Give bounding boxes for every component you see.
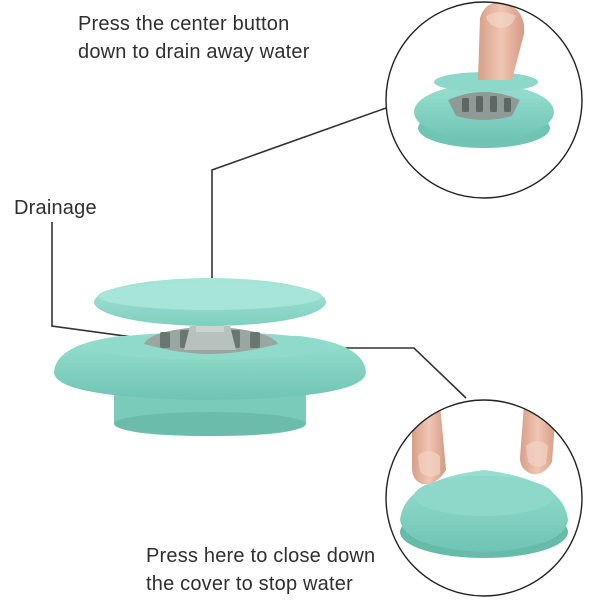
callout-drainage: Drainage	[14, 194, 97, 222]
detail-circle-bottom	[385, 399, 583, 597]
callout-line-close	[318, 347, 467, 399]
fingers-pressing-edge-icon	[400, 400, 568, 558]
callout-press-close-line1: Press here to close down	[146, 545, 376, 567]
callout-press-center: Press the center button down to drain aw…	[78, 10, 310, 66]
callout-press-center-line1: Press the center button	[78, 13, 290, 35]
callout-line-center	[211, 107, 387, 322]
finger-pressing-center-icon	[414, 2, 554, 148]
callout-line-drainage	[51, 222, 155, 341]
callout-press-center-line2: down to drain away water	[78, 41, 310, 63]
detail-circle-top	[385, 1, 583, 199]
callout-press-close-line2: the cover to stop water	[146, 573, 353, 595]
drain-slots	[160, 330, 260, 348]
callout-lines	[51, 107, 467, 399]
callout-drainage-text: Drainage	[14, 197, 97, 219]
sink-drain-stopper-icon	[54, 278, 366, 436]
callout-press-close: Press here to close down the cover to st…	[146, 542, 375, 598]
